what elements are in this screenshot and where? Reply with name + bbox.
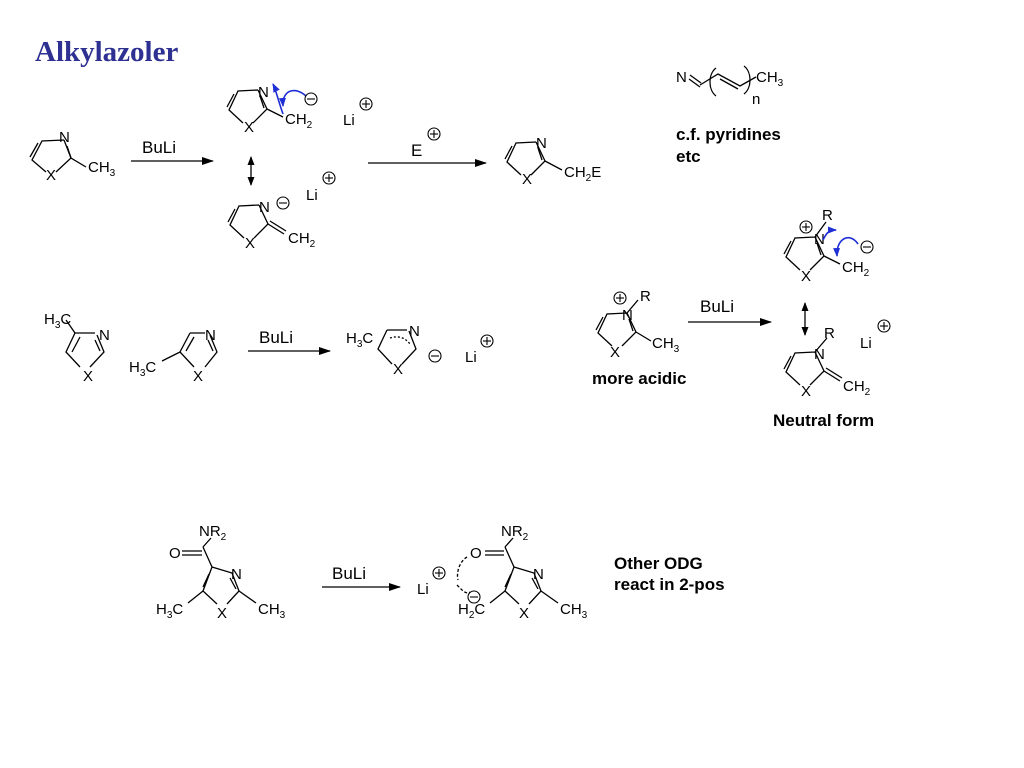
- group-ch2: CH2: [842, 259, 870, 279]
- atom-x: X: [522, 171, 532, 188]
- atom-x: X: [46, 167, 56, 184]
- plus-charge-icon: [322, 171, 336, 185]
- structure-5-methylazole: [161, 332, 218, 368]
- minus-charge-icon: [276, 196, 290, 210]
- atom-x: X: [610, 344, 620, 361]
- atom-x: X: [83, 368, 93, 385]
- atom-x: X: [193, 368, 203, 385]
- note-etc: etc: [676, 147, 701, 166]
- plus-charge-icon: [480, 334, 494, 348]
- curved-electron-arrow: [822, 226, 837, 241]
- atom-n: N: [59, 129, 70, 146]
- structure-azolium-cation: [595, 299, 652, 347]
- group-ch2: CH2: [285, 111, 313, 131]
- group-ch3: CH3: [258, 601, 286, 621]
- plus-charge-icon: [359, 97, 373, 111]
- structure-alkylated-product: [504, 141, 563, 176]
- counterion-li: Li: [417, 581, 429, 598]
- group-nr2: NR2: [501, 523, 529, 543]
- counterion-li: Li: [343, 112, 355, 129]
- plus-charge-icon: [613, 291, 627, 305]
- substituent-r: R: [822, 207, 833, 224]
- repeat-index-n: n: [752, 91, 760, 108]
- atom-x: X: [393, 361, 403, 378]
- structure-enamide-resonance: [227, 204, 287, 239]
- group-h3c: H3C: [129, 359, 156, 379]
- note-other-odg: Other ODG: [614, 554, 703, 573]
- reagent-buli: BuLi: [700, 297, 734, 316]
- minus-charge-icon: [860, 240, 874, 254]
- atom-n: N: [231, 566, 242, 583]
- group-ch2: CH2: [288, 230, 316, 250]
- atom-n: N: [536, 135, 547, 152]
- atom-n: N: [814, 346, 825, 363]
- structure-neutral-form: [783, 337, 843, 386]
- plus-charge-icon: [799, 220, 813, 234]
- group-h2c: H2C: [458, 601, 485, 621]
- atom-o: O: [470, 545, 482, 562]
- page-title: Alkylazoler: [35, 36, 178, 68]
- atom-n: N: [676, 69, 687, 86]
- group-ch3: CH3: [88, 159, 116, 179]
- structure-chelated-anion: [456, 537, 559, 605]
- curved-electron-arrow: [833, 236, 859, 257]
- substituent-r: R: [640, 288, 651, 305]
- atom-x: X: [245, 235, 255, 252]
- structure-lithiated-anion: [226, 89, 284, 124]
- atom-x: X: [801, 383, 811, 400]
- reagent-electrophile: E: [411, 141, 422, 160]
- counterion-li: Li: [860, 335, 872, 352]
- plus-charge-icon: [427, 127, 441, 141]
- note-more-acidic: more acidic: [592, 369, 687, 388]
- structure-2-methylazole: [29, 139, 87, 173]
- reagent-buli: BuLi: [332, 564, 366, 583]
- curved-electron-arrow: [279, 89, 307, 107]
- group-ch3: CH3: [756, 69, 784, 89]
- counterion-li: Li: [306, 187, 318, 204]
- group-nr2: NR2: [199, 523, 227, 543]
- atom-x: X: [519, 605, 529, 622]
- structure-amide-azole: [182, 537, 257, 605]
- minus-charge-icon: [304, 92, 318, 106]
- group-ch2e: CH2E: [564, 164, 601, 184]
- atom-o: O: [169, 545, 181, 562]
- atom-x: X: [244, 119, 254, 136]
- atom-x: X: [801, 268, 811, 285]
- group-h3c: H3C: [44, 311, 71, 331]
- structure-ylide: [783, 221, 841, 271]
- atom-n: N: [259, 199, 270, 216]
- minus-charge-icon: [428, 349, 442, 363]
- curved-electron-arrow: [272, 83, 284, 115]
- group-h3c: H3C: [346, 330, 373, 350]
- reagent-buli: BuLi: [142, 138, 176, 157]
- structure-delocalized-anion: [377, 329, 417, 365]
- atom-n: N: [622, 307, 633, 324]
- note-react-2-pos: react in 2-pos: [614, 575, 725, 594]
- plus-charge-icon: [432, 566, 446, 580]
- plus-charge-icon: [877, 319, 891, 333]
- group-ch3: CH3: [652, 335, 680, 355]
- atom-n: N: [814, 231, 825, 248]
- structure-polyene-imine: [688, 65, 757, 97]
- atom-n: N: [258, 84, 269, 101]
- atom-n: N: [99, 327, 110, 344]
- structure-4-methylazole: [65, 319, 105, 368]
- counterion-li: Li: [465, 349, 477, 366]
- note-neutral-form: Neutral form: [773, 411, 874, 430]
- group-ch3: CH3: [560, 601, 588, 621]
- reagent-buli: BuLi: [259, 328, 293, 347]
- group-ch2: CH2: [843, 378, 871, 398]
- group-h3c: H3C: [156, 601, 183, 621]
- atom-n: N: [533, 566, 544, 583]
- minus-charge-icon: [467, 590, 481, 604]
- atom-x: X: [217, 605, 227, 622]
- substituent-r: R: [824, 325, 835, 342]
- atom-n: N: [409, 323, 420, 340]
- note-cf-pyridines: c.f. pyridines: [676, 125, 781, 144]
- atom-n: N: [205, 327, 216, 344]
